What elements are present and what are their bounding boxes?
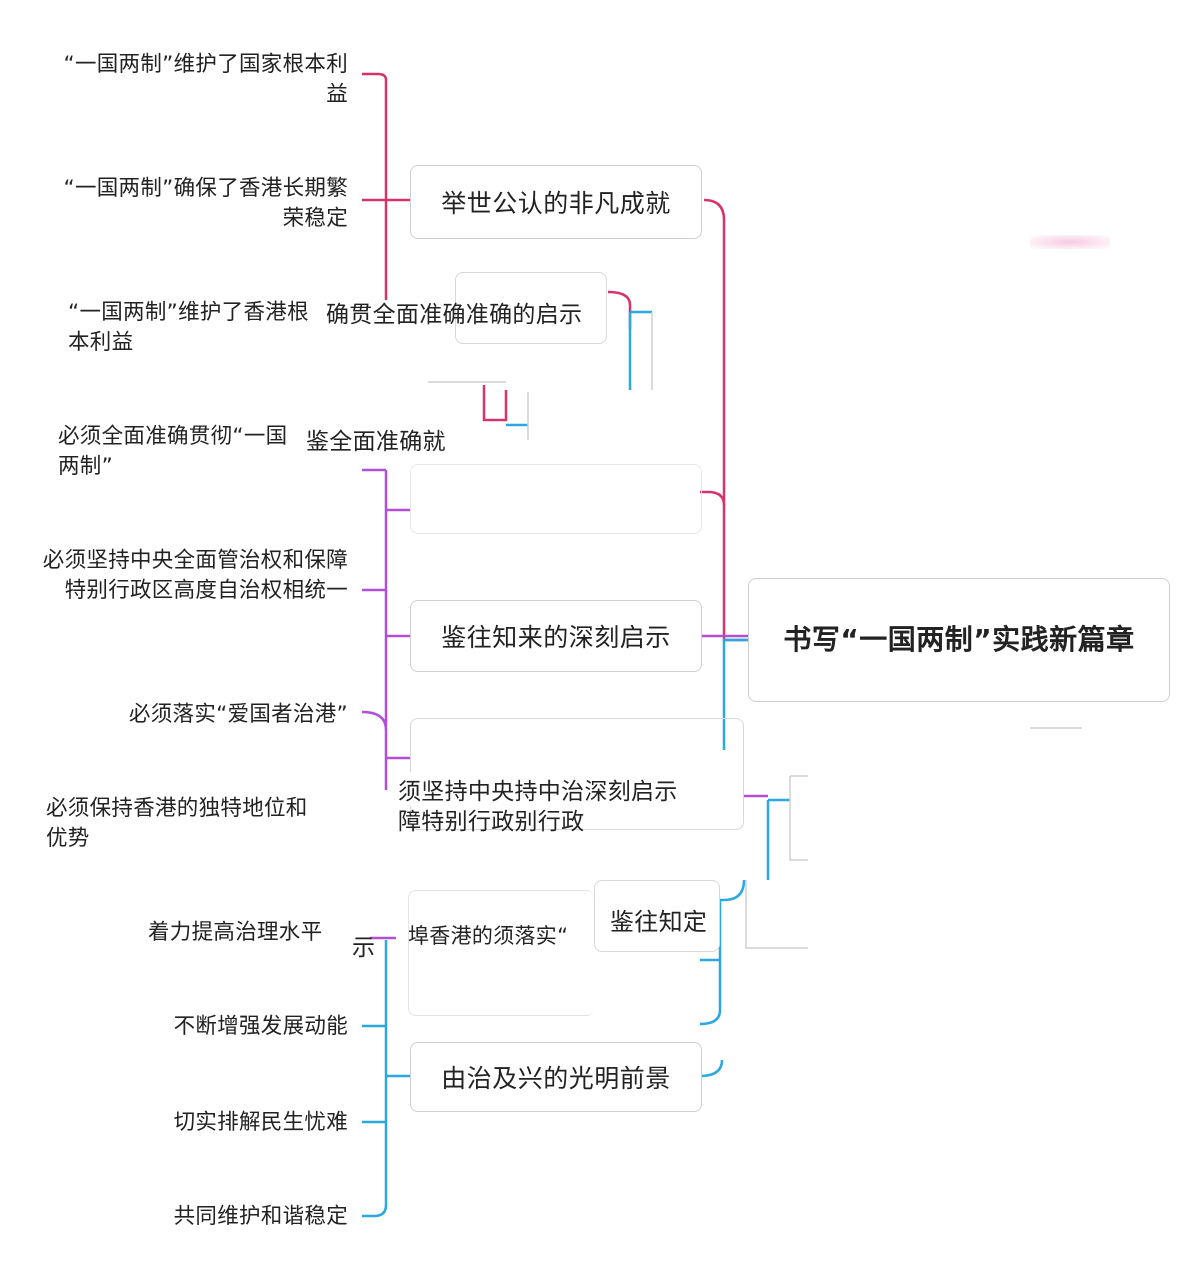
connector-branch-2-leaves — [361, 468, 410, 790]
ghost-box-4 — [594, 880, 720, 952]
pink-glow-artifact — [1030, 235, 1110, 249]
leaf-fully-implement: 必须全面准确贯彻“一国两制” — [58, 424, 288, 479]
ghost-box-3-text: 须坚持中央持中治深刻启示 — [398, 772, 678, 806]
connector-root-to-branch-1 — [703, 198, 748, 642]
connector-blue-echo — [699, 798, 790, 1078]
leaf-patriots: 必须落实“爱国者治港” — [128, 702, 348, 727]
ghost-text-a: 埠香港的须落实“ — [408, 924, 569, 948]
leaf-hk-prosperity: “一国两制”确保了香港长期繁荣稳定 — [63, 176, 348, 231]
ghost-box-3b-text: 障特别行政别行政 — [398, 809, 585, 835]
branch-node-insights[interactable]: 鉴往知来的深刻启示 — [410, 600, 702, 672]
ghost-box-5 — [408, 890, 594, 1016]
leaf-central-authority: 必须坚持中央全面管治权和保障特别行政区高度自治权相统一 — [42, 548, 348, 603]
leaf-unique-status: 必须保持香港的独特地位和优势 — [46, 796, 308, 851]
ghost-box-2-text: 鉴全面准确就 — [306, 429, 446, 455]
ghost-text-b: 示 — [352, 935, 376, 961]
branch-label: 鉴往知来的深刻启示 — [441, 623, 671, 652]
ghost-box-1 — [455, 272, 607, 344]
connector-pink-echo — [482, 290, 632, 422]
ghost-box-1-text: 确贯全面准确准确的启示 — [326, 302, 583, 328]
ghost-box-2 — [410, 464, 702, 534]
leaf-livelihood: 切实排解民生忧难 — [173, 1110, 348, 1135]
leaf-harmony: 共同维护和谐稳定 — [173, 1204, 348, 1229]
connector-branch-3-leaves — [362, 940, 410, 1218]
connector-branch-1-leaves — [362, 72, 410, 300]
root-label: 书写“一国两制”实践新篇章 — [783, 622, 1135, 656]
leaf-hk-interest: “一国两制”维护了香港根本利益 — [68, 300, 309, 355]
ghost-box-4-text: 鉴往知定 — [610, 908, 708, 936]
branch-label: 举世公认的非凡成就 — [441, 189, 671, 218]
branch-node-achievements[interactable]: 举世公认的非凡成就 — [410, 165, 702, 239]
leaf-national-interest: “一国两制”维护了国家根本利益 — [63, 52, 348, 107]
leaf-development: 不断增强发展动能 — [173, 1014, 348, 1039]
root-node[interactable]: 书写“一国两制”实践新篇章 — [748, 578, 1170, 702]
branch-node-prospects[interactable]: 由治及兴的光明前景 — [410, 1042, 702, 1112]
branch-label: 由治及兴的光明前景 — [441, 1064, 671, 1093]
connector-root-to-branch-3 — [722, 638, 748, 750]
leaf-governance: 着力提高治理水平 — [148, 920, 323, 945]
